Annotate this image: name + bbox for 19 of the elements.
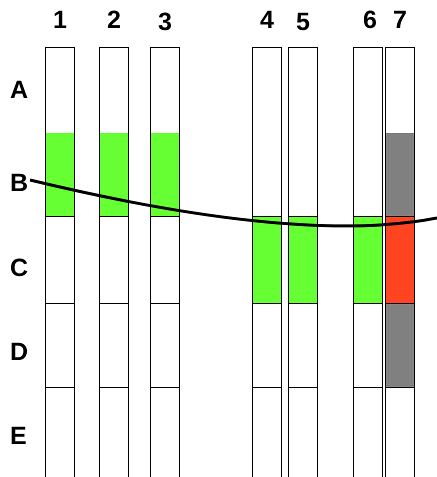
gel-lane <box>353 47 383 477</box>
gel-lane <box>99 47 129 477</box>
lane-number: 5 <box>296 8 310 36</box>
lane-number: 2 <box>107 6 121 34</box>
row-letter: A <box>10 76 28 104</box>
row-letter: B <box>10 169 28 197</box>
gel-lane <box>150 47 180 477</box>
gel-lane <box>288 47 318 477</box>
lane-number: 3 <box>158 8 172 36</box>
gel-lane <box>385 47 415 477</box>
lane-number: 7 <box>393 6 407 34</box>
lane-number: 1 <box>53 6 67 34</box>
gel-lane <box>45 47 75 477</box>
lane-number: 6 <box>363 6 377 34</box>
lane-number: 4 <box>260 6 274 34</box>
row-letter: D <box>10 338 28 366</box>
row-letter: E <box>10 422 27 450</box>
row-letter: C <box>10 254 28 282</box>
gel-lane <box>252 47 282 477</box>
